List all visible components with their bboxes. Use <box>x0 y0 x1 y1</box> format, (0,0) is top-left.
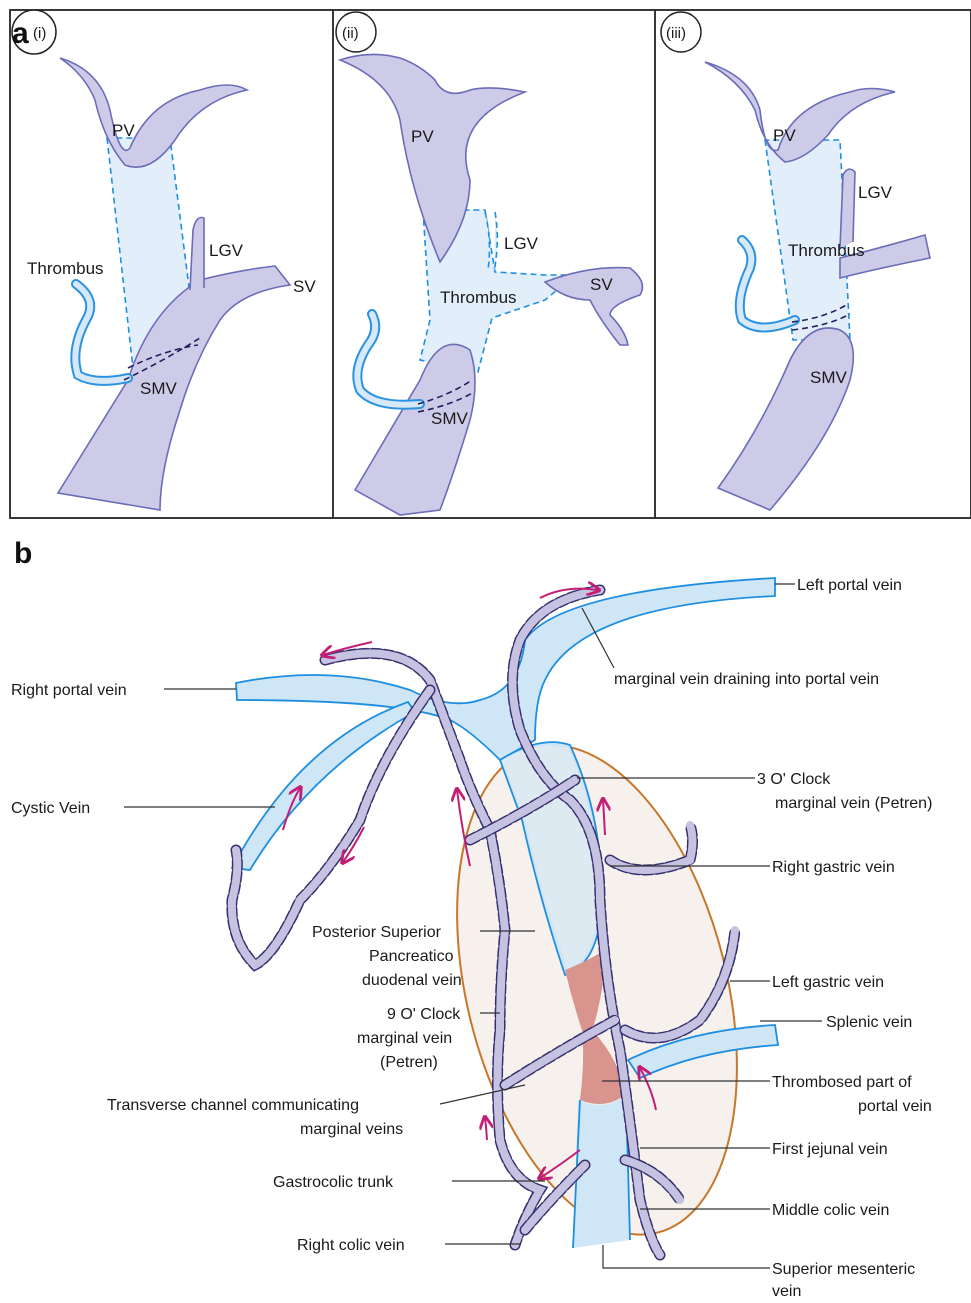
left-gastric-label: Left gastric vein <box>772 974 884 991</box>
right-colic-label: Right colic vein <box>297 1237 405 1254</box>
smv-label: SMV <box>431 409 469 428</box>
thrombosed-label-2: portal vein <box>858 1098 932 1115</box>
thrombus-region <box>765 140 850 340</box>
panel-a-i: a (i) PV LGV Thrombus SV SMV <box>12 10 316 510</box>
lgv-label: LGV <box>209 241 244 260</box>
nine-oclock-label-1: 9 O' Clock <box>387 1006 461 1023</box>
nine-oclock-label-2: marginal vein <box>357 1030 452 1047</box>
thrombus-label: Thrombus <box>440 288 517 307</box>
smv-vein <box>355 344 475 515</box>
portal-tree <box>236 578 775 760</box>
cystic-vein-label: Cystic Vein <box>11 800 90 817</box>
panel-id-label: (i) <box>33 25 46 42</box>
panel-b-letter: b <box>14 537 32 570</box>
thrombosed-label-1: Thrombosed part of <box>772 1074 912 1091</box>
panel-a-ii: (ii) PV LGV Thrombus SV SMV <box>336 12 642 515</box>
left-portal-vein-label: Left portal vein <box>797 577 902 594</box>
sup-mes-label-2: vein <box>772 1283 801 1300</box>
gastrocolic-label: Gastrocolic trunk <box>273 1174 394 1191</box>
pv-label: PV <box>411 127 434 146</box>
pv-label: PV <box>112 121 135 140</box>
lgv-label: LGV <box>858 183 893 202</box>
transverse-label-2: marginal veins <box>300 1121 403 1138</box>
three-oclock-label-1: 3 O' Clock <box>757 771 831 788</box>
right-portal-vein-label: Right portal vein <box>11 682 127 699</box>
sv-label: SV <box>293 277 316 296</box>
portal-vein <box>340 54 525 262</box>
lgv-outline <box>494 212 497 272</box>
lgv-vein <box>840 169 855 248</box>
smv-vein <box>718 328 853 510</box>
pv-label: PV <box>773 126 796 145</box>
thrombus-label: Thrombus <box>788 241 865 260</box>
sup-mes-label-1: Superior mesenteric <box>772 1261 915 1278</box>
three-oclock-label-2: marginal vein (Petren) <box>775 795 932 812</box>
middle-colic-label: Middle colic vein <box>772 1202 889 1219</box>
right-gastric-label: Right gastric vein <box>772 859 895 876</box>
panel-id-label: (ii) <box>342 25 359 42</box>
leader-line <box>603 1245 770 1268</box>
panel-a-iii: (iii) PV LGV Thrombus SMV <box>661 12 930 510</box>
sv-label: SV <box>590 275 613 294</box>
smv-label: SMV <box>140 379 178 398</box>
panel-id-label: (iii) <box>666 25 686 42</box>
marginal-into-pv-label: marginal vein draining into portal vein <box>614 671 879 688</box>
flow-arrow <box>485 1118 487 1140</box>
lgv-vein <box>190 218 204 291</box>
collateral-tube <box>357 314 420 405</box>
first-jejunal-label: First jejunal vein <box>772 1141 888 1158</box>
panel-a: a (i) PV LGV Thrombus SV SMV (ii) <box>10 10 971 518</box>
pspd-label-3: duodenal vein <box>362 972 462 989</box>
pspd-label-2: Pancreatico <box>369 948 454 965</box>
cystic-vein <box>232 702 415 870</box>
transverse-label-1: Transverse channel communicating <box>107 1097 359 1114</box>
thrombus-label: Thrombus <box>27 259 104 278</box>
nine-oclock-label-3: (Petren) <box>380 1054 438 1071</box>
pspd-label-1: Posterior Superior <box>312 924 442 941</box>
portal-vein <box>60 58 247 167</box>
panel-a-letter: a <box>12 17 29 50</box>
smv-label: SMV <box>810 368 848 387</box>
lgv-label: LGV <box>504 234 539 253</box>
portal-vein <box>705 62 895 162</box>
splenic-vein-label: Splenic vein <box>826 1014 912 1031</box>
panel-b: b <box>11 537 932 1300</box>
